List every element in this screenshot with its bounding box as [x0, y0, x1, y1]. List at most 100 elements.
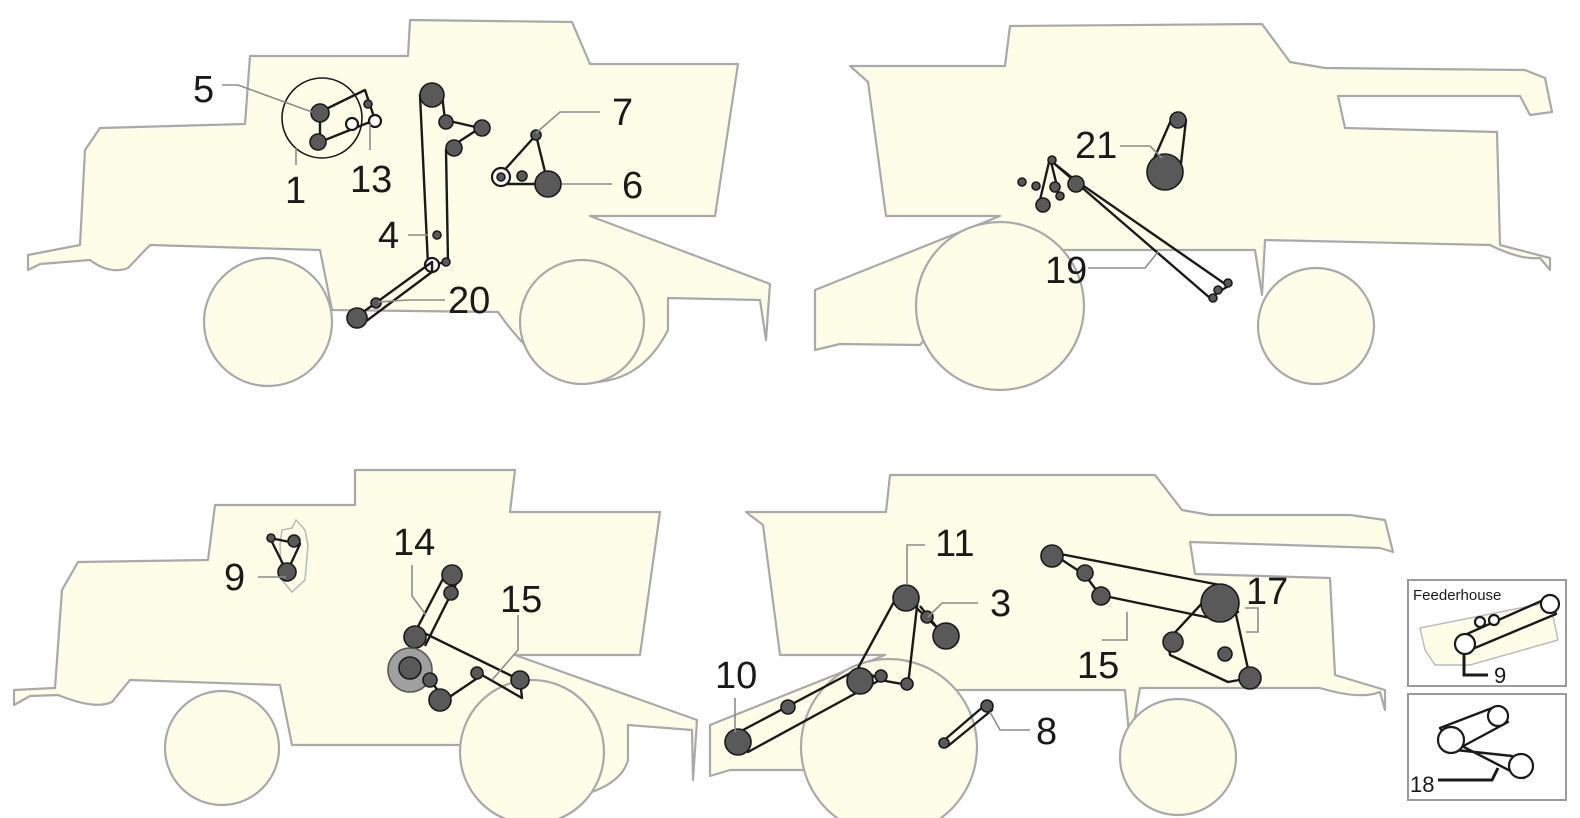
inset-lower: 18 [1407, 693, 1567, 801]
pulley [1436, 725, 1466, 755]
pulley [310, 103, 330, 123]
pulley [398, 656, 422, 680]
pulley [1200, 583, 1240, 623]
leader-line [1120, 145, 1163, 159]
pulley [980, 699, 994, 713]
pulley [428, 688, 452, 712]
view-bottom-left: 9 14 15 [12, 468, 699, 818]
pulley [363, 99, 373, 109]
callout-label: 13 [350, 159, 392, 201]
callout-label: 20 [448, 280, 490, 322]
callout-label: 17 [1246, 571, 1288, 613]
callout-label: 5 [193, 69, 214, 111]
pulley [1017, 177, 1027, 187]
pulley [1047, 155, 1057, 165]
pulley [473, 119, 491, 137]
pulley [1486, 704, 1510, 728]
combine-body-top-right [813, 22, 1554, 352]
rear-wheel-top-right [1256, 266, 1376, 386]
belt [268, 536, 302, 574]
callout-label: 15 [1077, 645, 1119, 687]
pulley [1208, 293, 1218, 303]
pulley [344, 116, 360, 132]
pulley [1487, 613, 1501, 627]
callout-label: 8 [1036, 711, 1057, 753]
pulley [470, 666, 484, 680]
pulley [1091, 586, 1111, 606]
view-top-right: 21 19 [813, 22, 1554, 392]
callout-label: 11 [935, 523, 974, 565]
pulley [1162, 631, 1184, 653]
callout-label: 4 [378, 215, 399, 257]
pulley [724, 728, 752, 756]
leader-line [377, 299, 445, 303]
leader-line [1462, 655, 1488, 677]
pulley [370, 297, 382, 309]
inset-title: Feederhouse [1413, 587, 1501, 604]
rear-wheel-top-left [518, 258, 646, 386]
pulley [309, 133, 327, 151]
feederhouse-outline [1419, 601, 1559, 666]
pulley [403, 625, 427, 649]
rear-wheel-bottom-left [458, 678, 606, 818]
leader-line [411, 565, 427, 616]
front-wheel-top-right [914, 220, 1086, 392]
pulley [496, 172, 506, 182]
pulley [445, 139, 463, 157]
pulley [287, 534, 301, 548]
callout-label: 9 [1494, 663, 1506, 688]
callout-label: 10 [715, 655, 757, 697]
leader-line [927, 602, 978, 618]
pulley [780, 699, 796, 715]
pulley [432, 230, 442, 240]
callout-label: 14 [393, 522, 435, 564]
pulley [510, 670, 530, 690]
pulley [1169, 111, 1187, 129]
pulley [1067, 175, 1085, 193]
pulley [530, 129, 542, 141]
combine-body-bottom-right [708, 473, 1395, 778]
pulley [534, 170, 562, 198]
pulley [1031, 181, 1041, 191]
view-bottom-right: 11 3 10 8 15 17 [708, 473, 1395, 818]
pulley [438, 114, 454, 130]
pulley [441, 257, 451, 267]
pulley [1049, 181, 1061, 193]
pulley [1040, 544, 1064, 568]
pulley [516, 170, 528, 182]
pulley [900, 677, 914, 691]
front-wheel-top-left [202, 256, 334, 388]
leader-line [1438, 767, 1500, 782]
pulley [1223, 278, 1233, 288]
pulley [1539, 593, 1561, 615]
pulley [1146, 153, 1184, 191]
pulley [419, 82, 445, 108]
callout-label: 7 [612, 92, 633, 134]
pulley [1076, 564, 1094, 582]
callout-label: 21 [1075, 125, 1117, 167]
pulley [938, 737, 950, 749]
callout-label: 9 [224, 557, 245, 599]
combine-body-top-left [26, 18, 772, 384]
pulley [346, 307, 368, 329]
callout-label: 19 [1045, 250, 1087, 292]
pulley [1238, 666, 1262, 690]
leader-line [535, 111, 600, 134]
callout-label: 3 [990, 583, 1011, 625]
pulley [1055, 191, 1065, 201]
pulley [441, 564, 463, 586]
pulley [1035, 197, 1051, 213]
front-wheel-bottom-right [799, 657, 979, 818]
pulley [1453, 632, 1477, 656]
pulley [874, 669, 888, 683]
callout-label: 1 [285, 170, 306, 212]
leader-line [222, 84, 313, 113]
view-top-left: 5 1 13 4 20 7 6 [26, 18, 772, 388]
leader-line [1088, 251, 1159, 269]
pulley [422, 672, 438, 688]
callout-label: 18 [1410, 772, 1434, 797]
leader-line [989, 711, 1030, 731]
pulley [1213, 285, 1223, 295]
pulley [266, 533, 276, 543]
